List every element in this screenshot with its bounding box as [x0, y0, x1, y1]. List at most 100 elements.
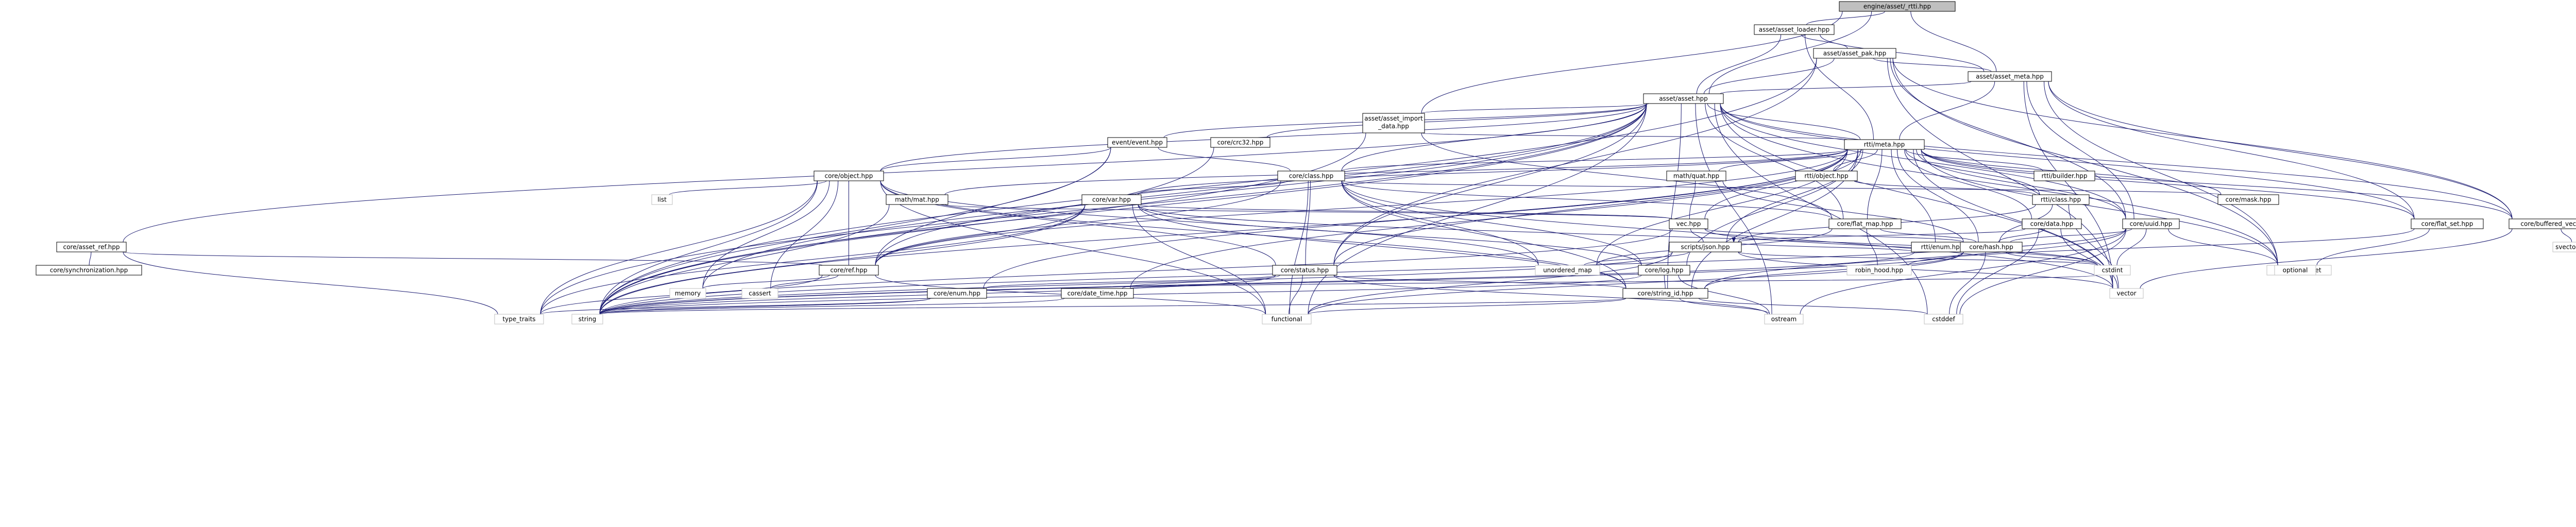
node-core-ref[interactable]: core/ref.hpp — [819, 265, 879, 276]
edge-core_buffered_vector-to-vector — [2138, 228, 2513, 294]
node-box — [1968, 71, 2052, 82]
node-math-quat[interactable]: math/quat.hpp — [1666, 171, 1726, 181]
node-box — [2552, 242, 2576, 252]
node-box — [1828, 218, 1902, 229]
edge-core_status-to-functional — [1286, 275, 1303, 319]
edge-core_object-to-list — [667, 180, 827, 200]
node-event[interactable]: event/event.hpp — [1107, 137, 1167, 148]
edge-core_object-to-functional — [880, 180, 1268, 319]
node-core-object[interactable]: core/object.hpp — [814, 171, 884, 181]
node-core-hash[interactable]: core/hash.hpp — [1960, 242, 2023, 252]
edge-vec-to-string — [597, 228, 1673, 319]
node-label: core/flat_set.hpp — [2421, 220, 2473, 228]
node-box — [927, 288, 987, 299]
node-core-flat-set[interactable]: core/flat_set.hpp — [2411, 218, 2484, 229]
node-core-uuid[interactable]: core/uuid.hpp — [2122, 218, 2180, 229]
edge-core_object-to-string — [597, 180, 818, 319]
node-core-flat-map[interactable]: core/flat_map.hpp — [1828, 218, 1902, 229]
node-asset[interactable]: asset/asset.hpp — [1643, 93, 1724, 104]
edge-core_asset_ref-to-core_ref — [123, 251, 825, 270]
node-box — [1638, 265, 1690, 276]
node-box — [571, 314, 603, 325]
node-scripts-json[interactable]: scripts/json.hpp — [1669, 242, 1742, 252]
node-core-asset-ref[interactable]: core/asset_ref.hpp — [56, 242, 127, 252]
node-box — [1764, 314, 1804, 325]
node-label: scripts/json.hpp — [1681, 244, 1730, 251]
edge-asset-to-optional — [1720, 103, 2280, 270]
node-box — [2122, 218, 2180, 229]
edge-asset-to-type_traits — [538, 103, 1647, 319]
edge-core_flat_set-to-unordered_set — [2314, 228, 2430, 270]
edge-core_class-to-core_status — [1303, 180, 1311, 270]
node-core-data[interactable]: core/data.hpp — [2022, 218, 2082, 229]
node-label: vec.hpp — [1676, 220, 1701, 228]
node-box — [2509, 218, 2576, 229]
node-box — [1081, 194, 1142, 205]
edge-rtti_meta-to-rtti_enum — [1891, 149, 1938, 247]
node-rtti-builder[interactable]: rtti/builder.hpp — [2033, 171, 2095, 181]
edge-asset_loader-to-asset_meta — [1820, 34, 1986, 77]
node-root[interactable]: engine/asset/_rtti.hpp — [1839, 1, 1956, 12]
node-box — [1960, 242, 2023, 252]
edge-asset_meta-to-vector — [2023, 81, 2115, 294]
node-core-enum[interactable]: core/enum.hpp — [927, 288, 987, 299]
edge-core_hash-to-functional — [1306, 251, 1964, 319]
edge-asset-to-core_asset_ref — [121, 103, 1647, 247]
edge-math_quat-to-core_hash — [1722, 180, 1966, 247]
edge-core_enum-to-string — [597, 298, 931, 319]
node-vec[interactable]: vec.hpp — [1669, 218, 1708, 229]
node-svector: svector.hpp — [2552, 242, 2576, 252]
edge-asset-to-crc32 — [1264, 103, 1647, 143]
edge-rtti_meta-to-scripts_json — [1724, 149, 1863, 247]
edge-core_asset_ref-to-type_traits — [123, 251, 500, 319]
node-core-date-time[interactable]: core/date_time.hpp — [1061, 288, 1134, 299]
node-label: ostream — [1771, 316, 1797, 323]
edge-core_flat_set-to-robin_hood — [1906, 228, 2415, 270]
edge-core_class-to-core_ref — [873, 180, 1281, 270]
node-label: core/var.hpp — [1092, 196, 1131, 203]
node-label: core/uuid.hpp — [2130, 220, 2173, 228]
edge-asset_import_data-to-core_flat_map — [1421, 132, 1835, 224]
edge-core_log-to-core_string_id — [1663, 275, 1668, 294]
node-box — [1754, 24, 1835, 35]
edge-rtti_meta-to-string — [597, 149, 1848, 319]
edge-rtti_meta-to-rtti_builder — [1905, 149, 2045, 176]
node-rtti-meta[interactable]: rtti/meta.hpp — [1844, 139, 1925, 150]
node-label: core/data.hpp — [2030, 220, 2074, 228]
node-asset-meta[interactable]: asset/asset_meta.hpp — [1968, 71, 2052, 82]
node-rtti-object[interactable]: rtti/object.hpp — [1795, 171, 1858, 181]
node-box — [1061, 288, 1134, 299]
edge-event-to-core_class — [1158, 147, 1293, 176]
edge-event-to-string — [597, 147, 1111, 319]
node-robin-hood: robin_hood.hpp — [1846, 265, 1912, 276]
node-box — [56, 242, 127, 252]
node-label: cstddef — [1932, 316, 1955, 323]
node-core-log[interactable]: core/log.hpp — [1638, 265, 1690, 276]
edge-asset_pak-to-vector — [1887, 58, 2115, 294]
node-rtti-enum[interactable]: rtti/enum.hpp — [1911, 242, 1974, 252]
node-core-mask[interactable]: core/mask.hpp — [2217, 194, 2279, 205]
node-rtti-class[interactable]: rtti/class.hpp — [2032, 194, 2090, 205]
node-core-sync[interactable]: core/synchronization.hpp — [36, 265, 142, 276]
node-memory: memory — [669, 288, 706, 299]
node-core-status[interactable]: core/status.hpp — [1272, 265, 1337, 276]
node-label: core/log.hpp — [1645, 267, 1684, 274]
node-asset-import-data[interactable]: asset/asset_import_data.hpp — [1362, 113, 1425, 133]
node-crc32[interactable]: core/crc32.hpp — [1210, 137, 1270, 148]
node-core-class[interactable]: core/class.hpp — [1277, 171, 1345, 181]
edge-core_class-to-core_var — [1133, 180, 1287, 200]
node-asset-loader[interactable]: asset/asset_loader.hpp — [1754, 24, 1835, 35]
node-box — [1666, 171, 1726, 181]
node-math-mat[interactable]: math/mat.hpp — [886, 194, 948, 205]
edge-core_data-to-core_hash — [1996, 228, 2045, 247]
edge-rtti_meta-to-math_mat — [942, 149, 1848, 200]
edge-rtti_class-to-vector — [2068, 204, 2121, 294]
node-box — [2094, 265, 2131, 276]
node-label: robin_hood.hpp — [1855, 267, 1903, 274]
node-asset-pak[interactable]: asset/asset_pak.hpp — [1813, 48, 1896, 59]
node-core-var[interactable]: core/var.hpp — [1081, 194, 1142, 205]
node-core-buffered-vector[interactable]: core/buffered_vector.hpp — [2509, 218, 2576, 229]
node-core-string-id[interactable]: core/string_id.hpp — [1622, 288, 1708, 299]
edge-rtti_meta-to-core_buffered_vector — [1921, 149, 2515, 224]
edge-rtti_meta-to-core_var — [1136, 149, 1848, 200]
